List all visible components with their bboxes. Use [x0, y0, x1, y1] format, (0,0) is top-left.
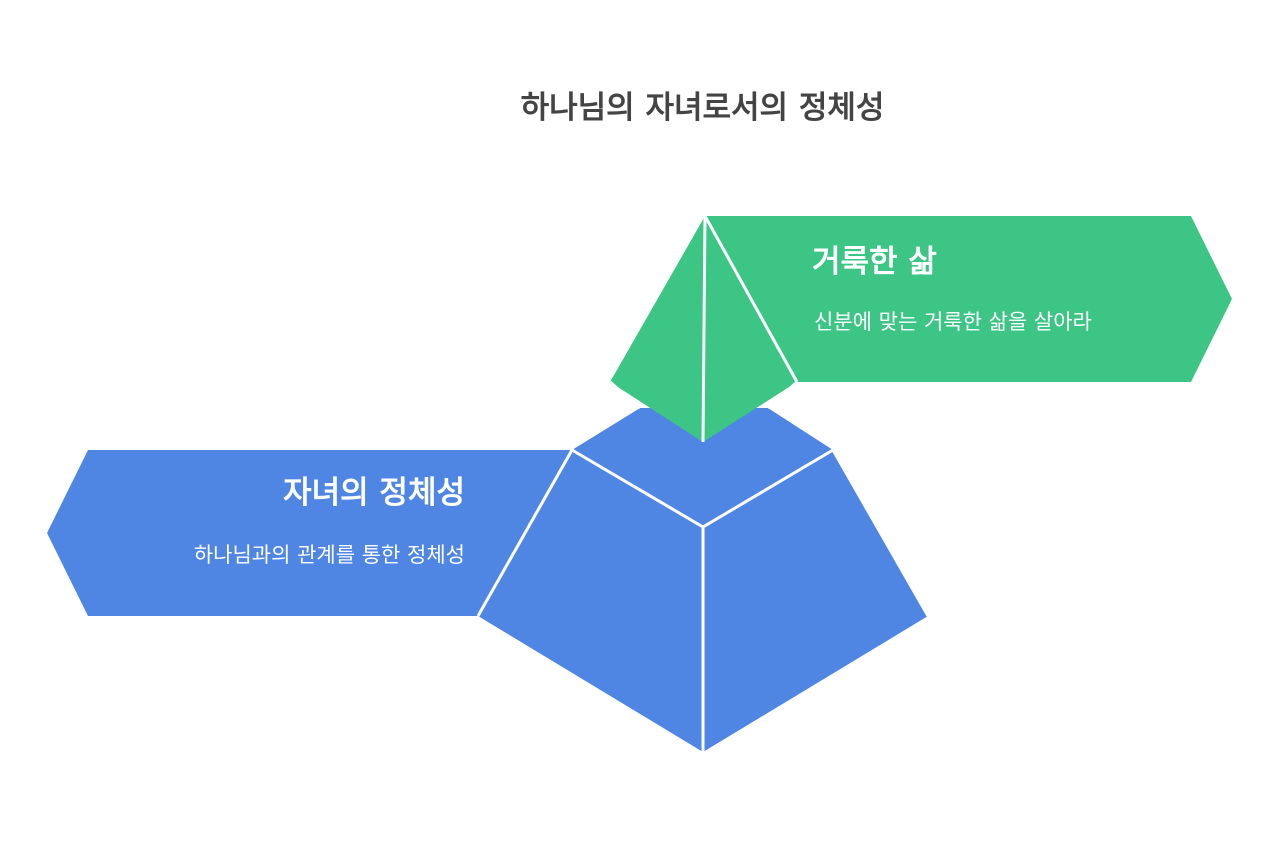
top-banner — [705, 216, 1232, 382]
base-left-face — [478, 450, 703, 752]
top-level-description: 신분에 맞는 거룩한 삶을 살아라 — [814, 310, 1092, 334]
base-level-description: 하나님과의 관계를 통한 정체성 — [193, 543, 465, 567]
base-banner — [47, 450, 572, 616]
base-top-face — [572, 408, 833, 527]
top-left-face — [610, 216, 705, 442]
separator-lines — [476, 215, 930, 752]
base-level-title: 자녀의 정체성 — [283, 475, 465, 511]
top-right-face — [703, 216, 797, 442]
diagram-title: 하나님의 자녀로서의 정체성 — [520, 90, 885, 126]
top-level-title: 거룩한 삶 — [812, 244, 937, 280]
base-right-face — [703, 450, 928, 752]
